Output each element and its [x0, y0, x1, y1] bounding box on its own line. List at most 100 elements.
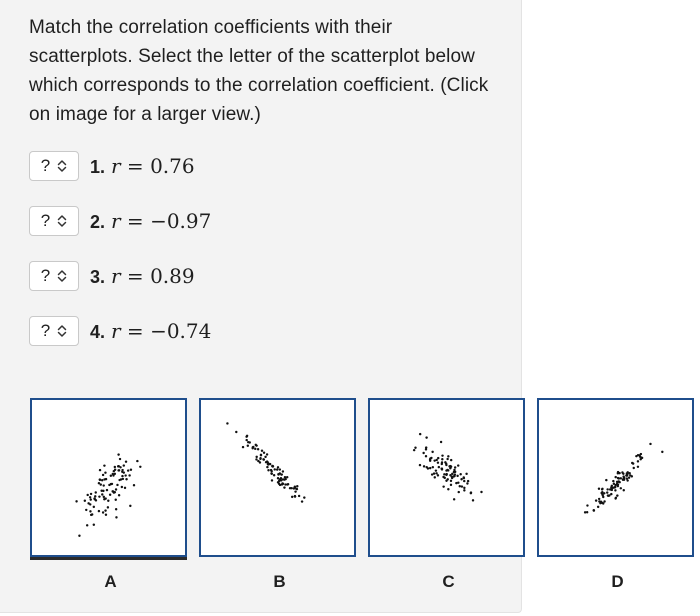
- scatter-point: [440, 467, 444, 470]
- r-symbol: r: [111, 319, 121, 343]
- scatter-point: [116, 483, 119, 487]
- coefficient-label-4: 4. r = −0.74: [90, 319, 211, 343]
- scatter-point: [625, 477, 629, 480]
- scatter-point: [92, 505, 96, 509]
- scatter-point: [113, 465, 117, 469]
- scatter-point: [446, 457, 449, 461]
- scatter-point: [627, 476, 631, 479]
- scatter-point: [255, 444, 258, 447]
- scatter-point: [104, 509, 107, 512]
- scatter-point: [603, 492, 606, 495]
- scatter-point: [139, 465, 142, 469]
- scatter-point: [457, 490, 460, 494]
- scatter-point: [106, 506, 110, 509]
- scatter-point: [128, 474, 131, 477]
- scatter-point: [440, 461, 444, 464]
- scatter-point: [430, 456, 433, 460]
- answer-select-1[interactable]: ?: [29, 151, 79, 181]
- scatter-point: [103, 498, 106, 501]
- scatter-point: [89, 510, 92, 513]
- scatter-point: [276, 476, 280, 480]
- scatter-point: [422, 451, 425, 455]
- coefficient-label-1: 1. r = 0.76: [90, 154, 195, 178]
- scatter-point: [616, 472, 620, 475]
- scatter-point: [412, 448, 416, 452]
- select-value: ?: [40, 266, 51, 285]
- scatter-point: [583, 511, 587, 514]
- answer-select-3[interactable]: ?: [29, 261, 79, 291]
- scatter-point: [117, 464, 120, 468]
- scatter-point: [447, 488, 450, 491]
- scatter-point: [115, 516, 118, 519]
- answer-select-2[interactable]: ?: [29, 206, 79, 236]
- scatterplot-b[interactable]: [199, 398, 356, 557]
- scatter-point: [117, 469, 120, 472]
- scatter-point: [276, 466, 280, 469]
- select-value: ?: [40, 211, 51, 230]
- scatter-point: [459, 473, 462, 476]
- scatter-point: [100, 479, 104, 482]
- answer-select-4[interactable]: ?: [29, 316, 79, 346]
- scatter-point: [455, 481, 458, 485]
- scatter-point: [618, 480, 621, 484]
- scatter-point: [610, 492, 613, 496]
- match-row-4: ? 4. r = −0.74: [29, 315, 211, 347]
- coefficient-value: −0.74: [150, 319, 212, 343]
- scatter-point: [432, 472, 436, 475]
- scatter-point: [295, 487, 298, 491]
- scatter-point: [290, 486, 293, 490]
- scatter-point: [98, 478, 102, 481]
- scatter-point: [108, 493, 112, 496]
- scatterplot-c-points: [412, 432, 483, 502]
- scatterplot-d[interactable]: [537, 398, 694, 557]
- scatter-point: [596, 505, 600, 509]
- scatter-point: [452, 498, 456, 501]
- scatter-point: [629, 474, 632, 477]
- scatter-point: [126, 469, 130, 472]
- scatter-point: [255, 458, 258, 461]
- scatter-point: [614, 489, 617, 492]
- scatter-point: [447, 455, 450, 458]
- scatterplot-c[interactable]: [368, 398, 525, 557]
- scatter-point: [606, 494, 610, 497]
- scatter-point: [94, 491, 97, 494]
- scatter-point: [89, 513, 93, 517]
- scatter-point: [259, 457, 262, 461]
- scatter-point: [92, 523, 96, 526]
- scatter-point: [246, 444, 250, 448]
- scatter-point: [598, 500, 601, 503]
- scatter-point: [258, 461, 262, 464]
- scatter-point: [270, 469, 273, 473]
- match-row-2: ? 2. r = −0.97: [29, 205, 211, 237]
- scatter-point: [446, 478, 449, 481]
- scatter-point: [125, 478, 128, 481]
- scatter-point: [132, 484, 136, 487]
- scatter-point: [456, 474, 459, 478]
- scatter-point: [280, 473, 283, 476]
- scatter-point: [105, 488, 109, 492]
- scatter-point: [422, 465, 426, 468]
- scatter-point: [136, 459, 139, 463]
- scatter-point: [88, 496, 92, 499]
- scatter-point: [267, 469, 270, 472]
- scatter-point: [97, 481, 101, 485]
- scatter-point: [251, 446, 255, 449]
- scatter-point: [120, 485, 124, 489]
- scatter-point: [636, 465, 640, 469]
- scatter-point: [625, 474, 629, 477]
- scatter-point: [462, 476, 466, 480]
- scatter-point: [460, 478, 463, 481]
- scatterplot-a[interactable]: [30, 398, 187, 557]
- scatter-point: [594, 499, 598, 502]
- scatter-point: [256, 448, 260, 451]
- scatter-point: [463, 486, 466, 490]
- scatter-point: [300, 500, 304, 503]
- scatter-point: [597, 487, 601, 490]
- scatter-point: [466, 482, 469, 485]
- scatter-point: [435, 458, 438, 462]
- scatter-point: [451, 472, 454, 476]
- scatter-point: [616, 480, 619, 484]
- scatter-point: [272, 474, 276, 477]
- scatter-point: [463, 489, 466, 492]
- scatter-point: [123, 486, 127, 490]
